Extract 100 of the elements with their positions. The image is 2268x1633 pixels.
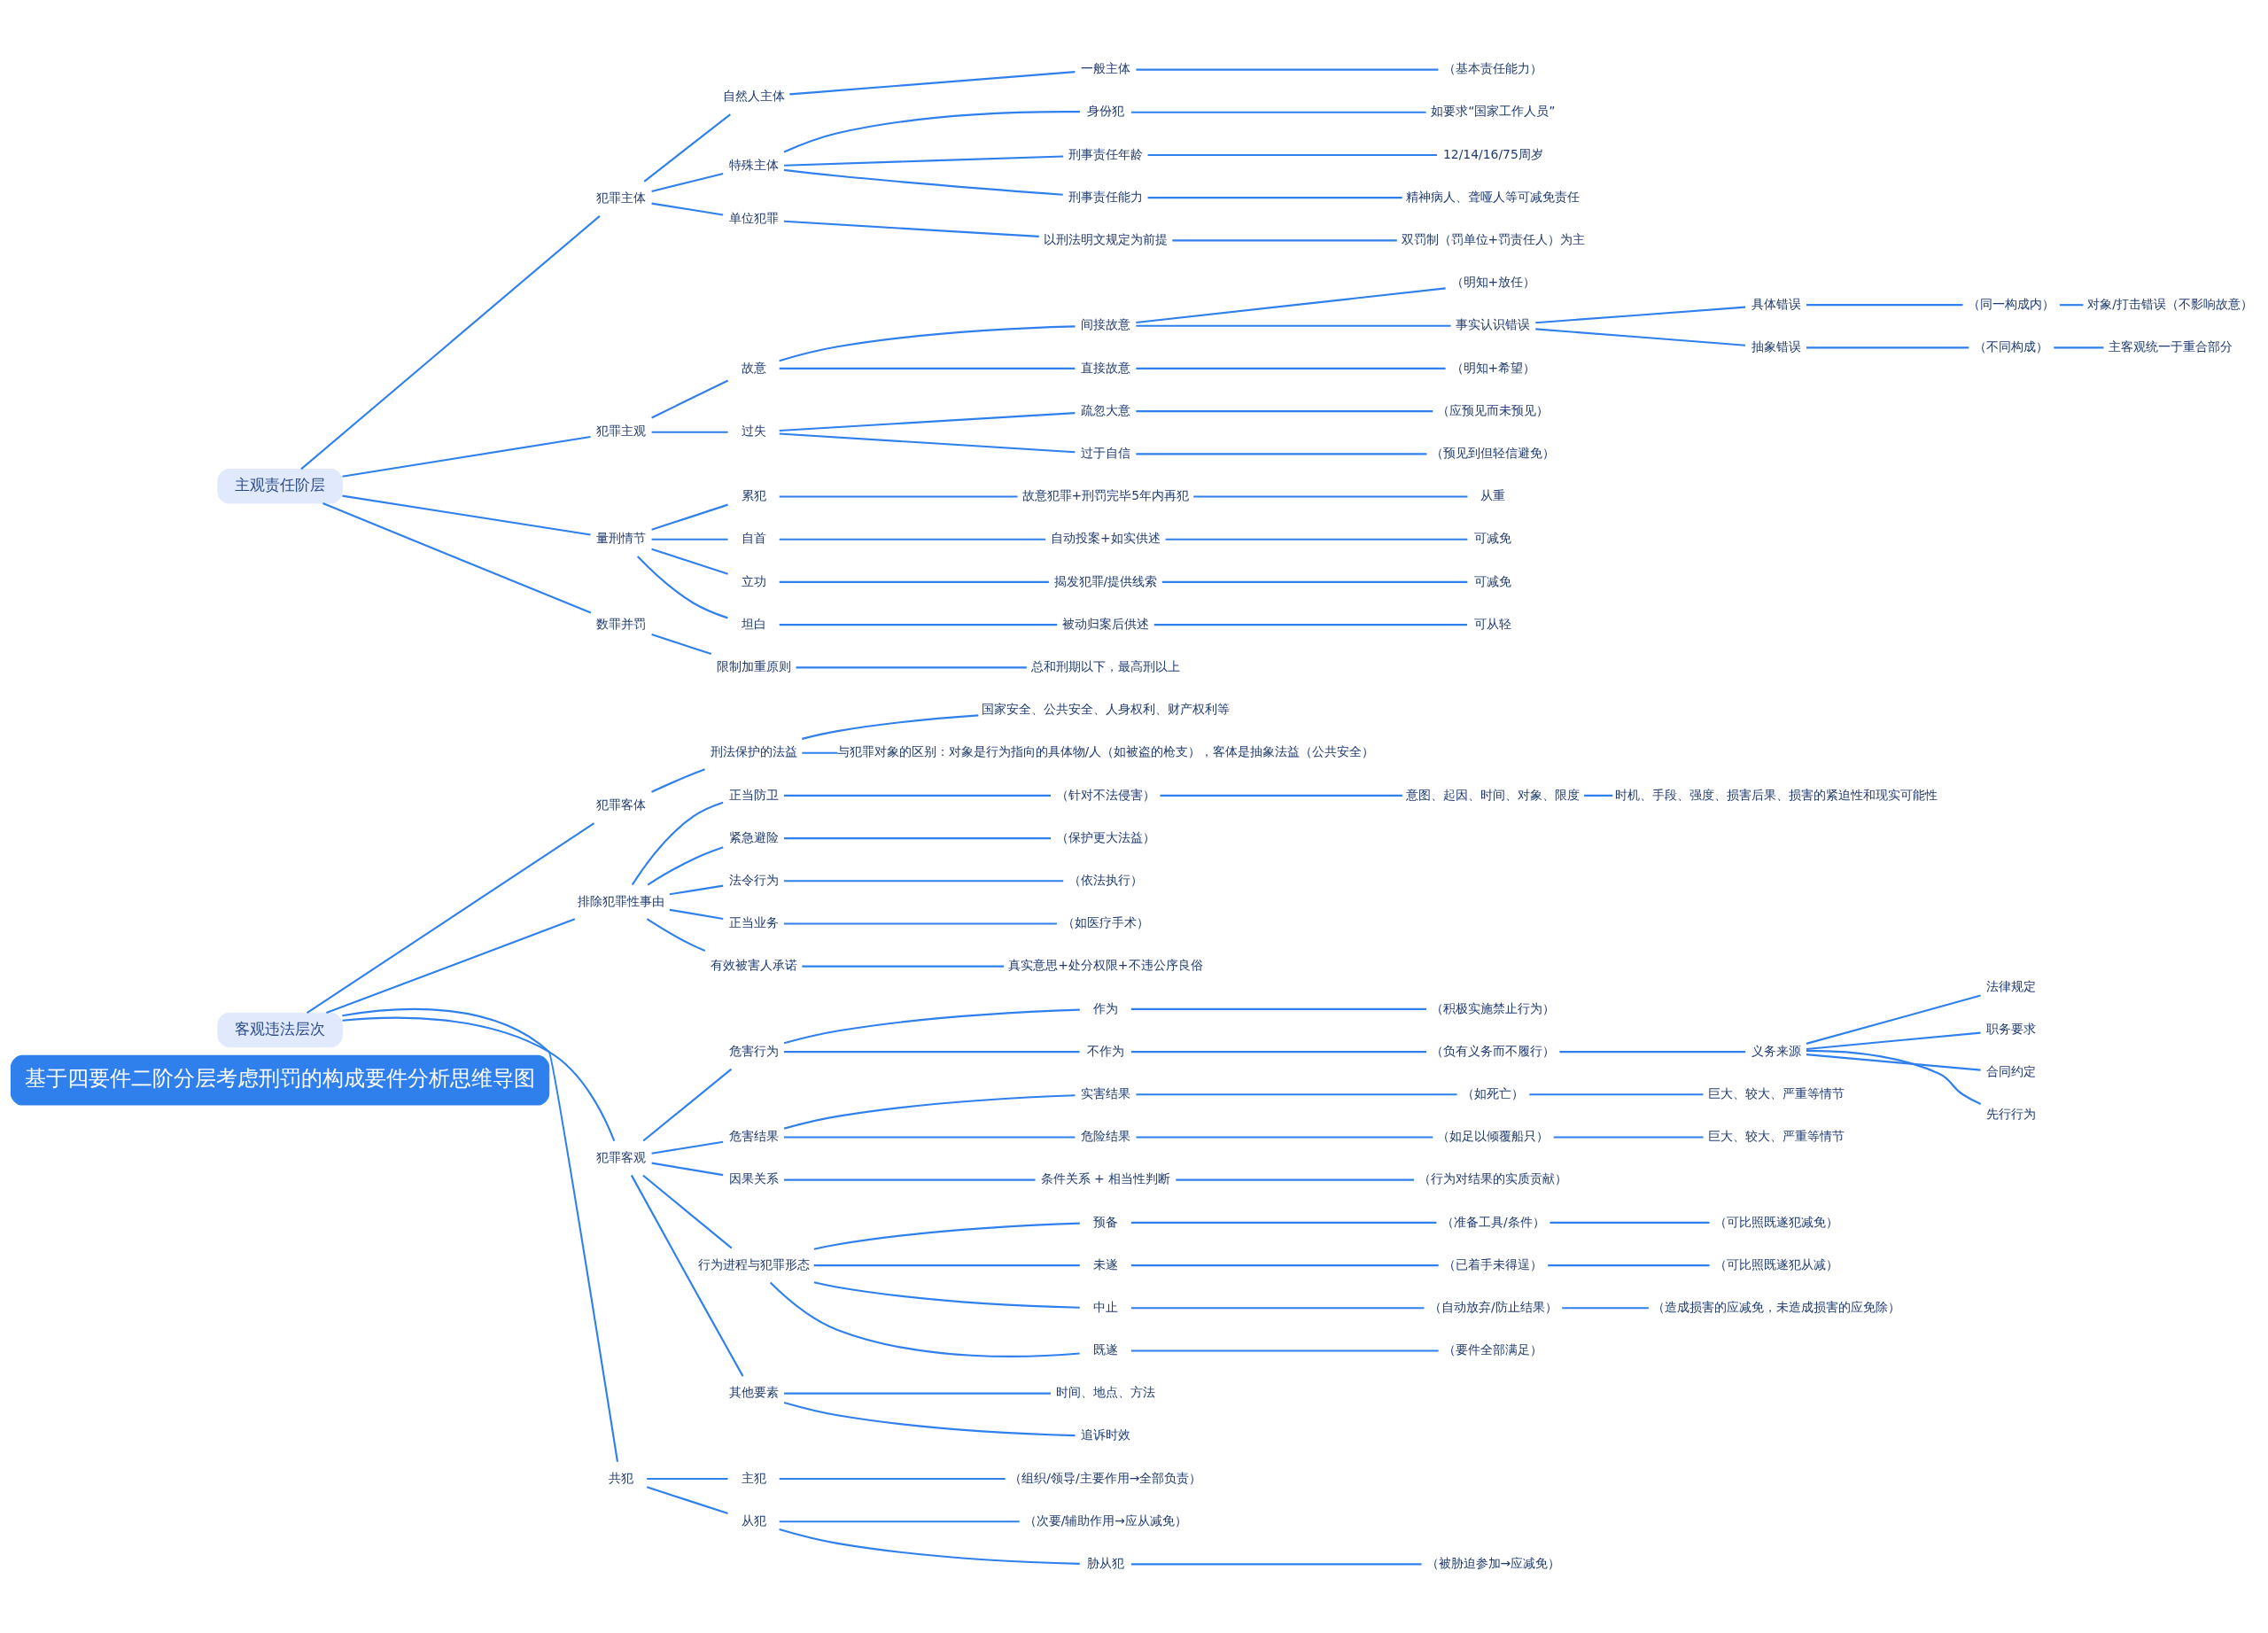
connector — [1535, 327, 1746, 346]
connector — [642, 1174, 733, 1248]
connector — [1529, 1093, 1704, 1095]
node-text: 中止 — [1092, 1299, 1118, 1314]
node-text: 如要求“国家工作人员” — [1431, 103, 1556, 118]
connector — [1130, 111, 1426, 113]
node-text: 既遂 — [1092, 1341, 1118, 1357]
connector — [779, 1528, 1080, 1565]
node-text: （保护更大法益） — [1055, 829, 1155, 844]
node-text: 有效被害人承诺 — [710, 957, 797, 972]
connector — [1130, 1349, 1439, 1352]
node-text: 犯罪客体 — [596, 797, 647, 812]
node-text: （自动放弃/防止结果） — [1429, 1299, 1557, 1314]
node-text: 正当业务 — [728, 914, 779, 929]
connector — [651, 1162, 724, 1176]
connector — [1160, 794, 1402, 797]
connector — [779, 580, 1049, 583]
node-text: （针对不法侵害） — [1055, 787, 1155, 802]
connector — [779, 367, 1076, 369]
node-text: 排除犯罪性事由 — [578, 893, 665, 907]
node-text: 作为 — [1092, 1000, 1118, 1015]
connector — [783, 1401, 1076, 1436]
node-text: 国家安全、公共安全、人身权利、财产权利等 — [981, 701, 1230, 716]
node-text: 法令行为 — [728, 872, 779, 887]
connector — [651, 633, 712, 655]
node-text: 从重 — [1480, 487, 1506, 502]
node-text: （可比照既遂犯从减） — [1713, 1256, 1838, 1271]
node-text: 自然人主体 — [722, 88, 785, 103]
node-text: （预见到但轻信避免） — [1431, 445, 1556, 460]
node-text: （积极实施禁止行为） — [1431, 1000, 1556, 1015]
connector — [2054, 346, 2104, 348]
node-box: 客观违法层次 — [217, 1012, 343, 1047]
node-text: 坦白 — [741, 616, 766, 631]
connector — [1806, 993, 1981, 1045]
node-text: 以刑法明文规定为前提 — [1043, 231, 1168, 246]
connector — [1193, 494, 1468, 498]
node-text: 正当防卫 — [728, 787, 779, 802]
connector — [1553, 1135, 1704, 1139]
connector — [1161, 580, 1468, 583]
node-text: （应预见而未预见） — [1437, 402, 1550, 417]
connector — [1806, 1031, 1981, 1050]
node-text: 紧急避险 — [728, 829, 779, 844]
node-text: （明知+放任） — [1450, 274, 1536, 289]
connector — [2059, 303, 2084, 306]
connector — [789, 70, 1076, 95]
connector — [779, 324, 1076, 362]
connector — [779, 1520, 1020, 1522]
node-text: 其他要素 — [728, 1384, 779, 1399]
node-text: 对象/打击错误（不影响故意） — [2087, 296, 2253, 311]
connector — [779, 538, 1046, 540]
connector — [646, 1485, 728, 1514]
node-text: 共犯 — [609, 1470, 634, 1485]
node-text: 预备 — [1092, 1214, 1118, 1229]
connector — [1806, 303, 1963, 306]
node-text: 可从轻 — [1474, 616, 1512, 631]
connector — [813, 1280, 1080, 1309]
connector — [783, 110, 1080, 153]
connector — [1136, 367, 1446, 369]
connector — [1172, 238, 1397, 241]
node-text: （如死亡） — [1462, 1085, 1525, 1100]
connector — [642, 1068, 733, 1141]
connector — [651, 379, 729, 418]
connector — [630, 1174, 744, 1377]
node-text: 自首 — [741, 530, 766, 545]
connector — [783, 1178, 1036, 1181]
connector — [783, 168, 1063, 196]
node-text: 精神病人、聋哑人等可减免责任 — [1406, 189, 1581, 204]
node-text: 量刑情节 — [596, 530, 647, 545]
node-text: 单位犯罪 — [728, 210, 779, 225]
connector — [1136, 1135, 1433, 1139]
connector — [802, 751, 838, 754]
node-text: （如医疗手术） — [1061, 914, 1149, 929]
node-text: 刑法保护的法益 — [710, 743, 797, 758]
connector — [1806, 1053, 1981, 1071]
node-text: 不作为 — [1086, 1043, 1124, 1058]
node-text: 直接故意 — [1080, 360, 1130, 375]
node-text: 义务来源 — [1751, 1043, 1801, 1058]
connector — [342, 494, 591, 536]
connector — [1130, 1221, 1437, 1224]
connector — [783, 836, 1051, 839]
node-box: 基于四要件二阶分层考虑刑罚的构成要件分析思维导图 — [10, 1054, 550, 1106]
connector — [1584, 794, 1613, 797]
node-text: 疏忽大意 — [1080, 402, 1130, 417]
connector — [783, 154, 1064, 167]
node-text: 双罚制（罚单位+罚责任人）为主 — [1401, 231, 1586, 246]
node-text: 条件关系 + 相当性判断 — [1040, 1170, 1171, 1186]
node-text: 主犯 — [741, 1470, 766, 1485]
node-text: 12/14/16/75周岁 — [1442, 146, 1543, 161]
node-text: 危害结果 — [728, 1128, 779, 1143]
connector — [1562, 1306, 1649, 1309]
connector — [813, 1264, 1080, 1266]
connector — [651, 548, 728, 575]
connector — [783, 794, 1051, 797]
node-text: （明知+希望） — [1450, 360, 1536, 375]
connector — [1806, 1049, 1982, 1105]
connector — [802, 965, 1005, 968]
node-text: （如足以倾覆船只） — [1437, 1128, 1550, 1143]
connector — [796, 665, 1027, 668]
connector — [322, 502, 592, 614]
node-text: 刑事责任能力 — [1068, 189, 1143, 204]
